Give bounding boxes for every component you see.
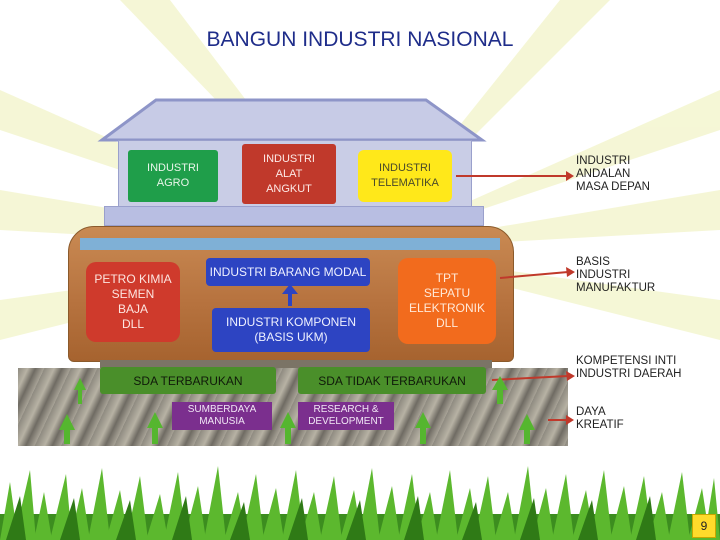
tpt-box: TPT SEPATU ELEKTRONIK DLL	[398, 258, 496, 344]
label-daya-kreatif: DAYA KREATIF	[576, 406, 624, 431]
research-development-box: RESEARCH & DEVELOPMENT	[298, 402, 394, 430]
industri-komponen-box: INDUSTRI KOMPONEN (BASIS UKM)	[212, 308, 370, 352]
petro-kimia-box: PETRO KIMIA SEMEN BAJA DLL	[86, 262, 180, 342]
sumberdaya-manusia-box: SUMBERDAYA MANUSIA	[172, 402, 272, 430]
industri-alat-angkut-box: INDUSTRI ALAT ANGKUT	[242, 144, 336, 204]
ground-edge	[100, 360, 492, 370]
sda-tidak-terbarukan-box: SDA TIDAK TERBARUKAN	[298, 367, 486, 394]
growth-arrows-icon	[59, 376, 535, 444]
page-title: BANGUN INDUSTRI NASIONAL	[206, 28, 514, 51]
house-upper-base	[104, 206, 484, 226]
industri-barang-modal-box: INDUSTRI BARANG MODAL	[206, 258, 370, 286]
up-arrow-icon	[282, 284, 298, 306]
label-basis-manufaktur: BASIS INDUSTRI MANUFAKTUR	[576, 256, 656, 294]
industri-agro-box: INDUSTRI AGRO	[128, 150, 218, 202]
grass-decoration	[0, 466, 720, 540]
sda-terbarukan-box: SDA TERBARUKAN	[100, 367, 276, 394]
industri-telematika-box: INDUSTRI TELEMATIKA	[358, 150, 452, 202]
house-band	[80, 238, 500, 250]
label-industri-andalan: INDUSTRI ANDALAN MASA DEPAN	[576, 155, 650, 193]
label-kompetensi-inti: KOMPETENSI INTI INDUSTRI DAERAH	[576, 355, 682, 380]
page-number-badge: 9	[692, 514, 716, 538]
